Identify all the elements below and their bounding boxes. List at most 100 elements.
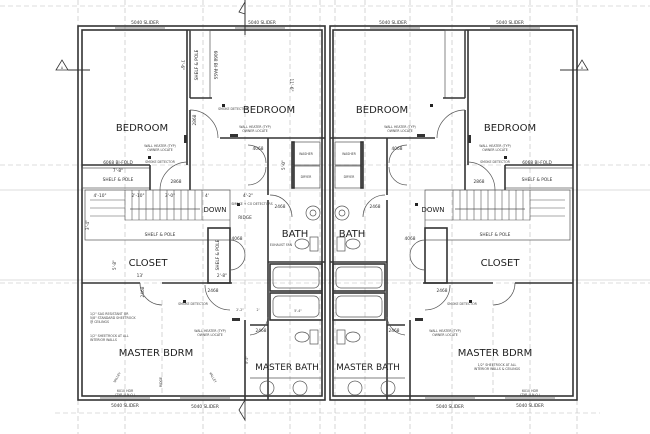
door-label: 2468 [389, 328, 400, 334]
washer-label: WASHER [342, 152, 357, 156]
note: 1/2" SHEETROCK AT ALL [478, 363, 517, 367]
room-label-bath: BATH [339, 229, 366, 240]
door-label: 4068 [405, 236, 416, 242]
room-label-bedroom: BEDROOM [484, 123, 536, 134]
right-unit-walls [329, 25, 578, 401]
dimension: 2'-8" [217, 273, 227, 279]
owner-locate-note: OWNER LOCATE [432, 333, 458, 337]
door-label: 2468 [256, 328, 267, 334]
wall-heater-note: WALL HEATER (TYP) [144, 144, 176, 148]
section-marker-label: A [61, 66, 64, 70]
door-label: 4068 [253, 146, 264, 152]
door-label: 2468 [437, 288, 448, 294]
right-unit-labels: 5040 SLIDER 5040 SLIDER BEDROOM BEDROOM … [336, 20, 553, 410]
washer-label: WASHER [299, 152, 314, 156]
dimension: 5'-8" [112, 260, 118, 270]
dimension: 5'-0" [281, 160, 287, 170]
door-label: 2468 [370, 204, 381, 210]
note: 1/2" SAG RESISTANT OR [90, 312, 129, 316]
window-label: 5040 SLIDER [191, 404, 219, 410]
wall-heater-note: WALL HEATER (TYP) [384, 125, 416, 129]
wall-heater-note: WALL HEATER (TYP) [194, 329, 226, 333]
dimension: 13' [137, 273, 144, 279]
dimension: 4' [205, 193, 209, 199]
dimension: 7'-8" [113, 168, 123, 174]
wall-heater-note: WALL HEATER (TYP) [239, 125, 271, 129]
left-unit-labels: 5040 SLIDER 5040 SLIDER BEDROOM BEDROOM … [85, 20, 319, 410]
closet-note: SHELF & POLE [103, 177, 134, 183]
smoke-detector-label: SMOKE DETECTOR [218, 107, 249, 111]
smoke-detector-label: SMOKE DETECTOR [178, 302, 209, 306]
door-label: 6068 BI-FOLD [522, 160, 552, 166]
left-unit-walls [77, 25, 326, 401]
window-label: 5040 SLIDER [496, 20, 524, 26]
ridge-label: RIDGE [159, 377, 163, 387]
dryer-label: DRYER [344, 175, 355, 179]
door-label: 6068 BI-FOLD [103, 160, 133, 166]
dryer-label: DRYER [301, 175, 312, 179]
exhaust-fan-label: EXHAUST FAN [270, 243, 293, 247]
dimension: 11'-6" [288, 79, 294, 92]
dimension: 8'-4" [245, 356, 249, 364]
door-label: 2868 [474, 179, 485, 185]
stair-down-label: DOWN [203, 206, 226, 214]
window-label: 5040 SLIDER [379, 20, 407, 26]
note: INTERIOR WALLS [90, 338, 117, 342]
door-label: 2468 [208, 288, 219, 294]
note: @ CEILINGS [90, 320, 109, 324]
smoke-co-label: SMOKE + CO DETECTORS [231, 202, 272, 206]
closet-note: SHELF & POLE [215, 239, 221, 270]
closet-note: SHELF & POLE [194, 49, 200, 80]
header-note: 6X10 HDR [117, 389, 134, 393]
valley-label: VALLEY [112, 371, 121, 383]
room-label-master-bedroom: MASTER BDRM [119, 348, 194, 359]
dimension: 2' [257, 308, 260, 312]
door-label: 2868 [192, 114, 198, 125]
dimension: 2'-2" [236, 308, 244, 312]
room-label-bedroom: BEDROOM [356, 105, 408, 116]
owner-locate-note: OWNER LOCATE [242, 129, 268, 133]
wall-heater-note: WALL HEATER (TYP) [429, 329, 461, 333]
dimension: 7'-6" [179, 60, 185, 70]
door-label: 2868 [171, 179, 182, 185]
room-label-master-bath: MASTER BATH [336, 363, 400, 373]
dimension: 3'-4" [85, 220, 91, 230]
note: 5/8" STANDARD SHEETROCK [90, 316, 137, 320]
note: INTERIOR WALLS & CEILINGS [474, 367, 520, 371]
closet-note: SHELF & POLE [480, 232, 511, 238]
room-label-closet: CLOSET [129, 258, 169, 269]
room-label-closet: CLOSET [481, 258, 521, 269]
header-note: (TYP. U.N.O.) [520, 393, 540, 397]
dimension: 2'-10" [132, 193, 145, 199]
room-label-bedroom: BEDROOM [243, 105, 295, 116]
window-label: 5040 SLIDER [248, 20, 276, 26]
room-label-bath: BATH [282, 229, 309, 240]
section-markers: A A [55, 0, 589, 422]
smoke-detector-label: SMOKE DETECTOR [480, 160, 511, 164]
dimension: 3'-0" [165, 193, 175, 199]
owner-locate-note: OWNER LOCATE [387, 129, 413, 133]
smoke-detector-label: SMOKE DETECTOR [447, 302, 478, 306]
closet-note: SHELF & POLE [522, 177, 553, 183]
closet-note: SHELF & POLE [145, 232, 176, 238]
door-label: 4068 [232, 236, 243, 242]
owner-locate-note: OWNER LOCATE [147, 148, 173, 152]
ridge-label: RIDGE [238, 215, 252, 221]
room-label-master-bath: MASTER BATH [255, 363, 319, 373]
wall-heater-note: WALL HEATER (TYP) [479, 144, 511, 148]
window-label: 5040 SLIDER [131, 20, 159, 26]
window-label: 5040 SLIDER [516, 403, 544, 409]
owner-locate-note: OWNER LOCATE [197, 333, 223, 337]
window-label: 5040 SLIDER [111, 403, 139, 409]
header-note: (TYP. U.N.O.) [115, 393, 135, 397]
door-label: 2468 [140, 286, 146, 297]
note: 1/2" SHEETROCK AT ALL [90, 334, 129, 338]
room-label-bedroom: BEDROOM [116, 123, 168, 134]
room-label-master-bedroom: MASTER BDRM [458, 348, 533, 359]
door-label: 4068 [392, 146, 403, 152]
smoke-detector-label: SMOKE DETECTOR [145, 160, 176, 164]
dimension: 4'-2" [243, 193, 253, 199]
stair-down-label: DOWN [421, 206, 444, 214]
window-label: 5040 SLIDER [436, 404, 464, 410]
